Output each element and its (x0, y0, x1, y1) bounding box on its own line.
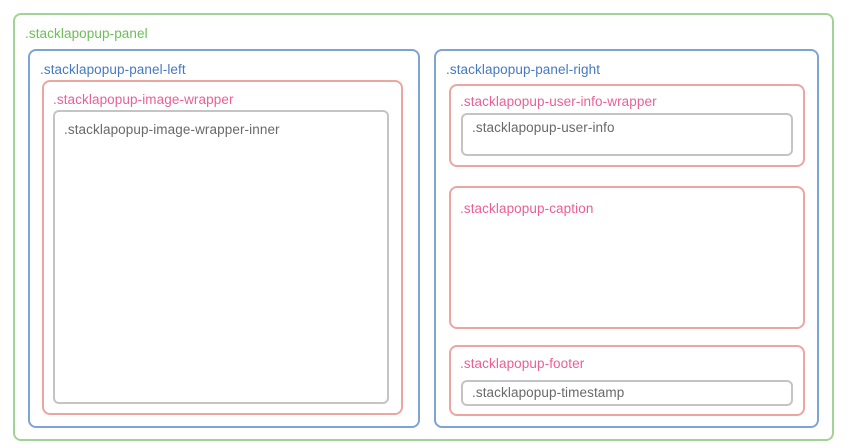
stacklapopup-image-wrapper-inner-label: .stacklapopup-image-wrapper-inner (64, 122, 280, 137)
stacklapopup-caption-box: .stacklapopup-caption (449, 186, 805, 329)
stacklapopup-panel-left-box: .stacklapopup-panel-left .stacklapopup-i… (28, 49, 420, 428)
stacklapopup-user-info-box: .stacklapopup-user-info (461, 113, 793, 156)
stacklapopup-user-info-label: .stacklapopup-user-info (472, 120, 615, 135)
panel-body: .stacklapopup-panel-left .stacklapopup-i… (15, 43, 832, 439)
stacklapopup-user-info-wrapper-box: .stacklapopup-user-info-wrapper .stackla… (449, 84, 805, 167)
stacklapopup-image-wrapper-inner-box: .stacklapopup-image-wrapper-inner (53, 110, 389, 404)
stacklapopup-footer-label: .stacklapopup-footer (460, 356, 585, 371)
stacklapopup-image-wrapper-box: .stacklapopup-image-wrapper .stacklapopu… (42, 80, 403, 415)
stacklapopup-panel-right-box: .stacklapopup-panel-right .stacklapopup-… (434, 49, 819, 428)
stacklapopup-caption-label: .stacklapopup-caption (460, 201, 594, 216)
stacklapopup-timestamp-label: .stacklapopup-timestamp (472, 385, 625, 400)
stacklapopup-timestamp-box: .stacklapopup-timestamp (461, 380, 793, 406)
panel-left-body: .stacklapopup-image-wrapper .stacklapopu… (30, 79, 418, 426)
stacklapopup-panel-left-label: .stacklapopup-panel-left (40, 62, 186, 77)
stacklapopup-panel-label: .stacklapopup-panel (25, 26, 148, 41)
stacklapopup-panel-box: .stacklapopup-panel .stacklapopup-panel-… (13, 13, 834, 441)
stacklapopup-user-info-wrapper-label: .stacklapopup-user-info-wrapper (460, 94, 657, 109)
stacklapopup-image-wrapper-label: .stacklapopup-image-wrapper (53, 92, 234, 107)
panel-right-body: .stacklapopup-user-info-wrapper .stackla… (436, 79, 817, 426)
stacklapopup-footer-box: .stacklapopup-footer .stacklapopup-times… (449, 345, 805, 416)
stacklapopup-panel-right-label: .stacklapopup-panel-right (446, 62, 601, 77)
